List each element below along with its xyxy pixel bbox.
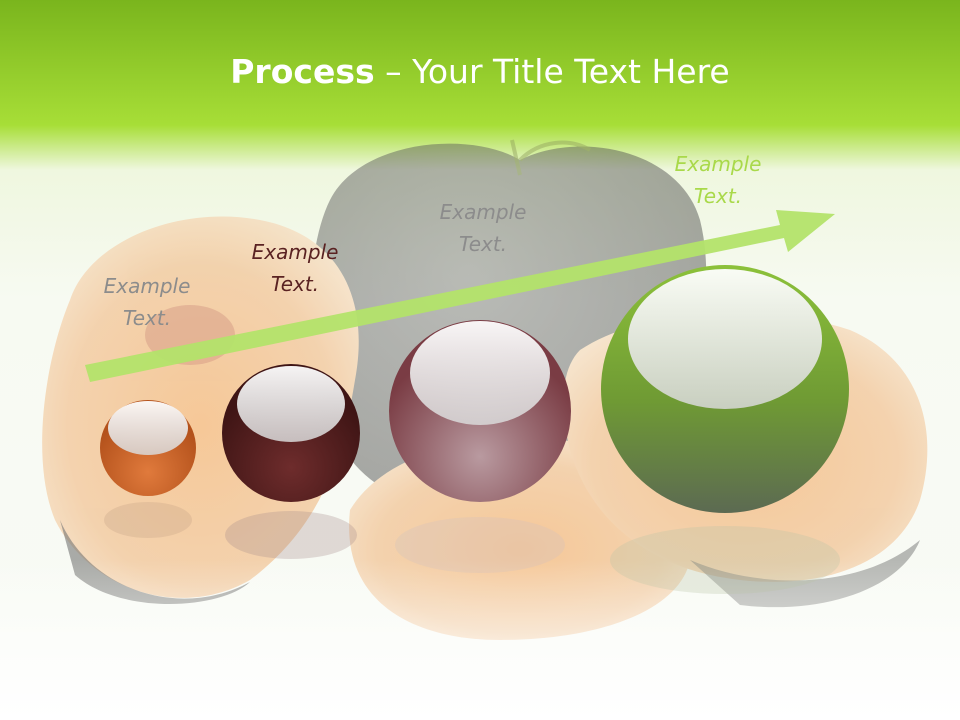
step-4-line2: Text.	[693, 184, 743, 208]
step-3-line1: Example	[439, 200, 527, 224]
step-1-line2: Text.	[122, 306, 172, 330]
step-2-label: Example Text.	[240, 236, 350, 300]
step-3-label: Example Text.	[428, 196, 538, 260]
slide-title: Process – Your Title Text Here	[0, 52, 960, 91]
step-3-sphere	[389, 320, 571, 573]
step-4-line1: Example	[674, 152, 762, 176]
step-1-sphere	[100, 400, 196, 538]
step-2-sphere	[222, 364, 360, 559]
step-2-line1: Example	[251, 240, 339, 264]
title-bold: Process	[230, 52, 375, 91]
step-1-line1: Example	[103, 274, 191, 298]
step-4-label: Example Text.	[663, 148, 773, 212]
step-3-line2: Text.	[458, 232, 508, 256]
step-1-label: Example Text.	[92, 270, 202, 334]
process-arrow	[85, 210, 835, 382]
bottom-fade	[0, 560, 960, 720]
title-rest: – Your Title Text Here	[374, 52, 730, 91]
step-2-line2: Text.	[270, 272, 320, 296]
step-4-sphere	[601, 265, 849, 594]
